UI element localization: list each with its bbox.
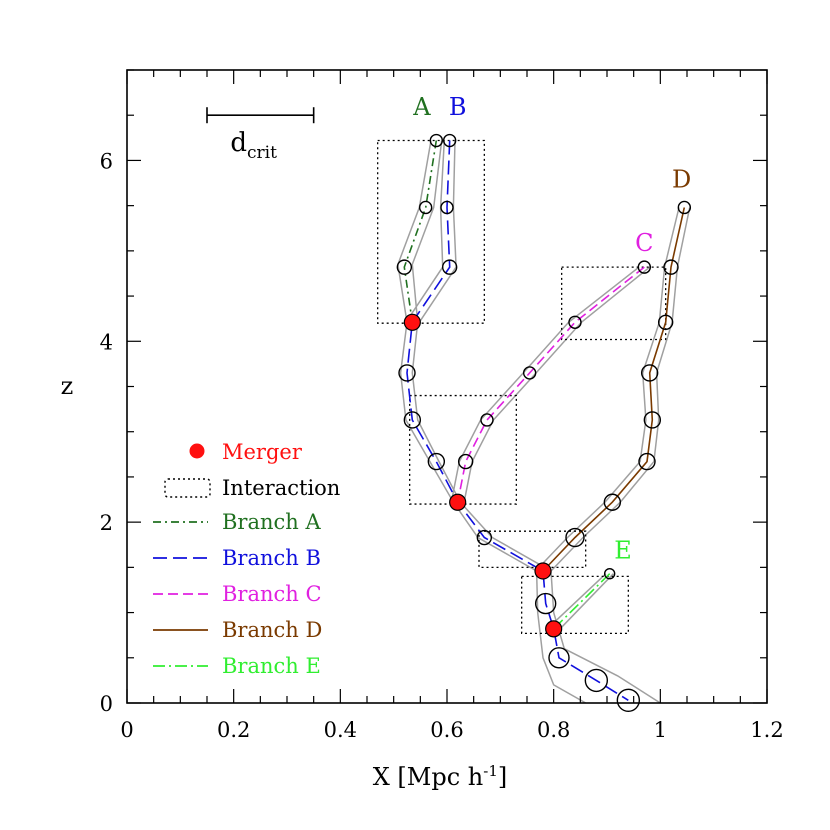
halo-point [396, 259, 413, 275]
halo-point [440, 200, 454, 215]
y-tick-label: 2 [100, 511, 113, 535]
halo-point [677, 200, 692, 215]
legend-label-b: Branch B [222, 546, 321, 570]
halo-point [522, 366, 537, 380]
interaction-box [409, 394, 517, 505]
envelope-line [418, 140, 457, 323]
halo-point [480, 413, 494, 427]
halo-markers [396, 133, 692, 712]
halo-point [534, 592, 557, 615]
halo-point [418, 200, 433, 215]
halo-point [640, 364, 659, 382]
merger-point [545, 620, 563, 638]
halo-point [548, 647, 570, 669]
merger-point [534, 562, 552, 580]
x-tick-label: 1 [654, 718, 667, 742]
gray-envelopes [397, 140, 691, 704]
x-tick-label: 0.2 [217, 718, 250, 742]
halo-point [403, 411, 422, 429]
interaction-box [521, 575, 629, 635]
halo-point [638, 452, 656, 471]
halo-point [427, 452, 446, 471]
y-tick-label: 0 [100, 692, 113, 716]
y-tick-label: 4 [100, 330, 113, 354]
halo-point [442, 133, 457, 148]
merger-markers [403, 313, 563, 638]
dcrit-scale-bar: dcrit [206, 107, 315, 163]
plot-frame [126, 69, 768, 704]
halo-point [643, 411, 662, 429]
halo-point [663, 259, 679, 275]
legend-label-a: Branch A [222, 510, 321, 534]
legend-label-c: Branch C [222, 582, 322, 606]
interaction-boxes [377, 139, 667, 635]
axis-ticks: 0 0.2 0.4 0.6 0.8 1 1.2 0 2 4 6 [100, 69, 784, 742]
halo-point [568, 315, 582, 329]
branch-label-b: B [449, 93, 467, 121]
branch-label-d: D [672, 166, 691, 194]
branch-label-e: E [614, 536, 632, 564]
halo-point [441, 259, 458, 275]
halo-point [584, 668, 609, 693]
legend-label-e: Branch E [222, 654, 321, 678]
halo-point [457, 453, 474, 470]
legend-interaction-label: Interaction [222, 476, 340, 500]
envelope-line [397, 140, 587, 704]
halo-point [657, 314, 674, 330]
legend-label-d: Branch D [222, 618, 322, 642]
envelope-line [546, 573, 607, 630]
envelope-line [450, 266, 640, 503]
branch-label-c: C [635, 229, 653, 257]
x-tick-label: 0.4 [324, 718, 357, 742]
scale-bar-label: dcrit [230, 128, 277, 163]
legend: Merger Interaction Branch A Branch B Branc… [153, 440, 340, 678]
x-axis-label: X [Mpc h-1] [373, 762, 508, 791]
x-tick-label: 0.8 [537, 718, 570, 742]
branch-lines [403, 140, 686, 701]
y-tick-label: 6 [100, 149, 113, 173]
halo-point [429, 133, 444, 148]
interaction-box [561, 266, 667, 341]
series-line-d [542, 207, 686, 572]
envelope-line [463, 266, 651, 503]
x-tick-label: 0.6 [430, 718, 463, 742]
halo-point [637, 260, 652, 274]
halo-point [398, 364, 416, 382]
envelope-line [550, 207, 691, 572]
interaction-box [478, 530, 587, 569]
x-tick-label: 0 [120, 718, 133, 742]
branch-label-a: A [412, 93, 431, 121]
x-tick-label: 1.2 [750, 718, 783, 742]
legend-merger-marker [189, 443, 205, 459]
legend-interaction-marker [164, 478, 211, 498]
halo-point [476, 529, 493, 546]
halo-point [616, 688, 641, 712]
halo-point [565, 527, 585, 548]
halo-point [603, 493, 622, 511]
series-line-c [456, 266, 645, 503]
halo-point [603, 567, 616, 580]
merger-point [403, 313, 421, 331]
envelope-line [411, 140, 661, 704]
merger-point [449, 493, 467, 511]
series-line-e [553, 573, 611, 630]
series-line-b [406, 140, 629, 701]
envelope-line [405, 140, 446, 323]
legend-merger-label: Merger [222, 440, 303, 464]
envelope-line [534, 207, 680, 572]
envelope-line [559, 573, 614, 630]
y-axis-label: z [61, 372, 74, 400]
